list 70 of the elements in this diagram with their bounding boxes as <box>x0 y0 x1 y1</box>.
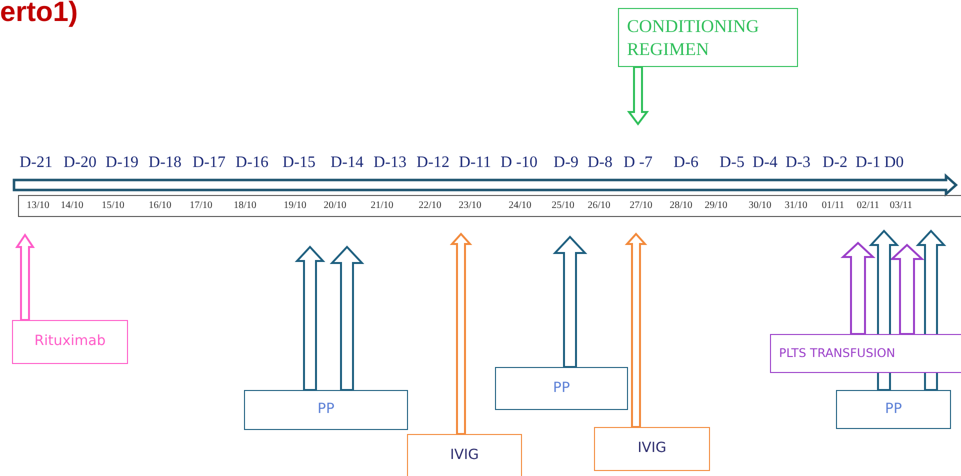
box-label: IVIG <box>450 447 479 465</box>
day-label: D -10 <box>500 154 538 172</box>
date-label: 15/10 <box>102 200 124 211</box>
box-label: CONDITIONING REGIMEN <box>627 15 760 60</box>
date-label: 22/10 <box>418 200 442 211</box>
day-label: D-15 <box>282 154 316 172</box>
block-arrow <box>840 242 876 335</box>
block-arrow <box>15 233 35 321</box>
box-label: IVIG <box>638 440 666 458</box>
date-label: 18/10 <box>234 200 256 211</box>
block-arrow <box>889 244 925 335</box>
block-arrow <box>627 66 649 126</box>
treatment-box <box>407 434 522 476</box>
day-label: D-18 <box>148 154 182 172</box>
treatment-box <box>618 8 798 67</box>
block-arrow <box>294 246 326 391</box>
date-label: 13/10 <box>26 200 50 211</box>
day-label: D-3 <box>786 154 810 172</box>
date-label: 01/11 <box>822 200 844 211</box>
treatment-box <box>244 390 408 430</box>
date-label: 02/11 <box>856 200 880 211</box>
date-label: 17/10 <box>190 200 212 211</box>
date-label: 21/10 <box>370 200 394 211</box>
date-label: 03/11 <box>890 200 912 211</box>
block-arrow <box>552 236 588 368</box>
box-label: PP <box>553 380 570 398</box>
date-label: 23/10 <box>458 200 482 211</box>
date-label: 28/10 <box>670 200 692 211</box>
box-label: PP <box>318 401 334 419</box>
day-label: D-16 <box>236 154 268 172</box>
date-label: 20/10 <box>324 200 346 211</box>
treatment-box <box>770 334 961 373</box>
date-label: 16/10 <box>148 200 172 211</box>
date-label: 30/10 <box>748 200 772 211</box>
date-label: 29/10 <box>704 200 728 211</box>
day-label: D -7 <box>624 154 652 172</box>
day-label: D-19 <box>106 154 138 172</box>
date-label: 25/10 <box>552 200 574 211</box>
day-label: D-11 <box>458 154 492 172</box>
day-label: D-1 <box>856 154 880 172</box>
date-label: 14/10 <box>60 200 84 211</box>
date-label: 27/10 <box>630 200 652 211</box>
date-label: 31/10 <box>784 200 808 211</box>
day-label: D-2 <box>822 154 848 172</box>
box-label: Rituximab <box>34 333 106 351</box>
day-label: D-4 <box>752 154 778 172</box>
block-arrow <box>624 232 648 428</box>
day-label: D-14 <box>330 154 364 172</box>
box-label: PP <box>885 400 902 418</box>
treatment-box <box>594 427 710 471</box>
date-label: 19/10 <box>284 200 306 211</box>
treatment-box <box>495 367 628 410</box>
day-label: D-8 <box>588 154 612 172</box>
day-label: D-20 <box>64 154 96 172</box>
box-label: PLTS TRANSFUSION <box>779 346 896 361</box>
block-arrow <box>330 246 364 391</box>
day-label: D-17 <box>192 154 226 172</box>
block-arrow <box>450 232 472 435</box>
date-label: 26/10 <box>588 200 610 211</box>
day-label: D-9 <box>554 154 578 172</box>
day-label: D-5 <box>720 154 744 172</box>
day-label: D-6 <box>674 154 698 172</box>
day-label: D0 <box>884 154 904 172</box>
date-label: 24/10 <box>508 200 532 211</box>
day-label: D-13 <box>374 154 406 172</box>
day-label: D-21 <box>20 154 52 172</box>
day-label: D-12 <box>416 154 450 172</box>
heading-fragment: erto1) <box>0 0 78 28</box>
treatment-box <box>12 320 128 364</box>
treatment-box <box>836 390 951 429</box>
